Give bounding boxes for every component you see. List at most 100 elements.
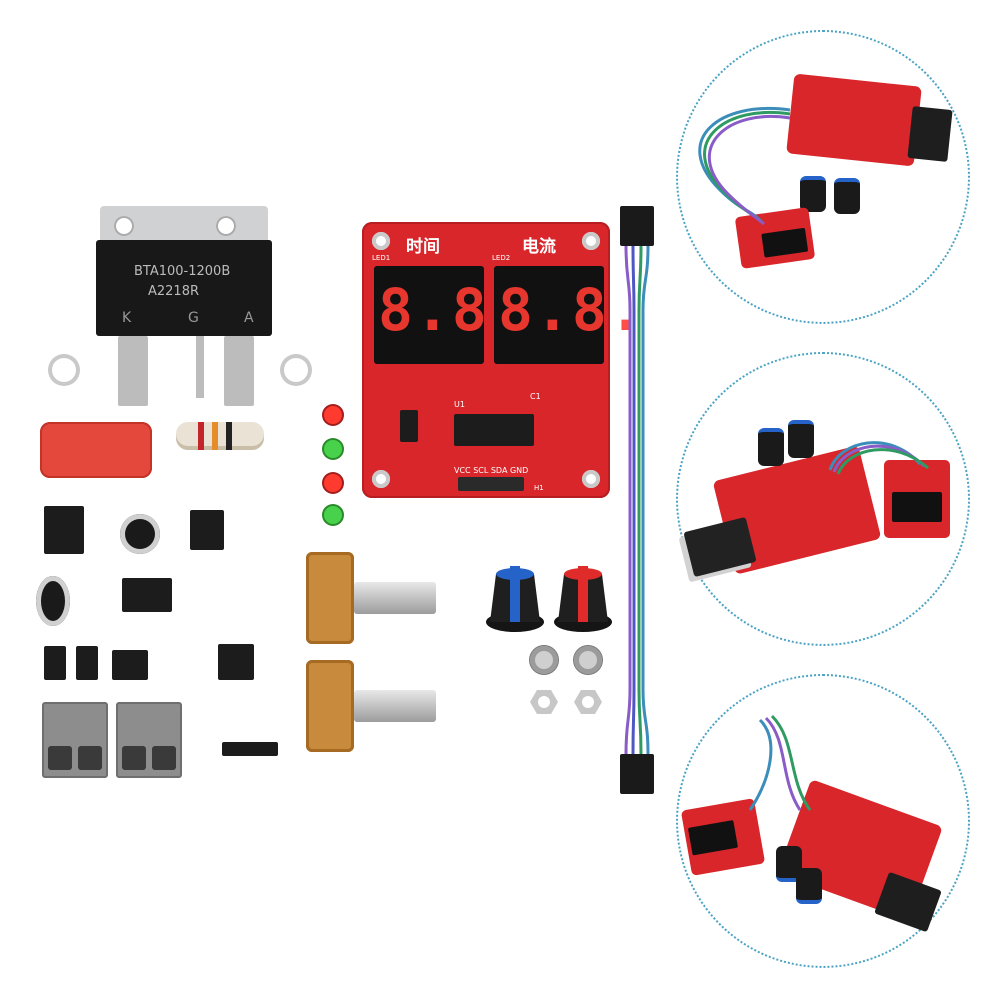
main-header-pins [222, 742, 278, 756]
display-hole-br [582, 470, 600, 488]
washer-1 [530, 646, 558, 674]
triac-leg-k [118, 336, 148, 406]
electrolytic-cap-2 [36, 576, 70, 626]
electrolytic-cap-1 [120, 514, 160, 554]
x2-capacitor [40, 422, 152, 478]
mid-view-display [884, 460, 950, 538]
cable-wire-4 [641, 245, 650, 755]
bot-view-display-screen [687, 819, 739, 856]
header-pin-labels: VCC SCL SDA GND [454, 466, 529, 475]
hex-nut-1 [530, 690, 558, 714]
washer-2 [574, 646, 602, 674]
triac-hole-left [114, 216, 134, 236]
current-label: 电流 [290, 608, 303, 630]
triac-hole-right [216, 216, 236, 236]
mid-view-cable [828, 441, 929, 475]
display-board: 时间 电流 LED1 LED2 8.8. 8.8. U1 C1 VCC SCL … [362, 222, 644, 498]
main-board: BTA100-1200B A2218R K G A 1 2 强电区 脚踏 触发 … [0, 0, 436, 800]
jumper-cable [620, 206, 654, 794]
triac-marking-1: BTA100-1200B [134, 264, 231, 279]
regulator-chip [44, 646, 66, 680]
mid-view-display-screen [892, 492, 942, 522]
c1-label: C1 [530, 392, 541, 401]
display-hole-tr [582, 232, 600, 250]
assembly-view-bottom [676, 674, 970, 968]
pedal-terminal-slot-2 [152, 746, 176, 770]
power-terminal-slot-1 [48, 746, 72, 770]
top-view-heatsink [907, 106, 953, 162]
pot-time-body [306, 660, 354, 752]
display-current-label: 电流 [522, 237, 556, 257]
power-terminal-slot-2 [78, 746, 102, 770]
display-time-label: 时间 [406, 237, 440, 257]
mount-hole-1 [48, 354, 80, 386]
display-driver-chip [454, 414, 534, 446]
hex-nut-2 [574, 690, 602, 714]
cable-wire-3 [637, 245, 643, 755]
triac-marking-2: A2218R [148, 284, 200, 299]
led-green-1 [324, 440, 342, 458]
h1-label: H1 [534, 484, 544, 492]
hole-1-label: 1 [66, 396, 84, 414]
knob-red-stripe [578, 566, 588, 622]
bridge-rectifier [112, 650, 148, 680]
regulator-chip-2 [76, 646, 98, 680]
small-current-label: 小心触电 [238, 476, 251, 520]
display-header-pins [458, 477, 524, 491]
display-small-chip [400, 410, 418, 442]
top-view-cable [698, 107, 791, 226]
power-resistor [176, 422, 264, 450]
power-label: 电源AC9-12V [38, 688, 121, 703]
led2-label: LED2 [492, 254, 511, 262]
hole-2-label: 2 [324, 360, 342, 378]
knob-red [554, 566, 612, 632]
led-red-2 [324, 474, 342, 492]
led-green-2 [324, 506, 342, 524]
pot-current-body [306, 552, 354, 644]
mid-view-knob-1 [758, 428, 784, 466]
led1-label: LED1 [372, 254, 391, 262]
optocoupler-chip [190, 510, 224, 550]
power-terminal [42, 702, 108, 778]
mount-hole-2 [280, 354, 312, 386]
time-label: 时间 [290, 720, 303, 742]
pot-current-shaft [354, 582, 436, 614]
cable-wire-1 [624, 245, 632, 755]
pot-time-shaft [354, 690, 436, 722]
led-red-1 [324, 406, 342, 424]
driver-chip [122, 578, 172, 612]
display-time-digits: 8.8. [374, 266, 524, 364]
resistor-band-3 [226, 422, 232, 450]
resistor-band-1 [198, 422, 204, 450]
top-view-board [786, 73, 922, 167]
display-current-value: 8.8. [498, 276, 646, 344]
assembly-view-middle [676, 352, 970, 646]
top-view-knob-2 [834, 178, 860, 214]
triac-pin-a: A [244, 310, 254, 326]
triac-leg-a [224, 336, 254, 406]
top-view-display-screen [761, 227, 809, 258]
pedal-terminal [116, 702, 182, 778]
knob-blue [486, 566, 544, 632]
assembly-view-top [676, 30, 970, 324]
top-view-knob-1 [800, 176, 826, 212]
triac-pin-k: K [122, 310, 132, 326]
bot-view-cable [748, 714, 812, 811]
cable-connector-bottom [620, 754, 654, 794]
cable-wire-2 [631, 245, 636, 755]
display-hole-tl [372, 232, 390, 250]
u1-label: U1 [454, 400, 465, 409]
mcu-chip [218, 644, 254, 680]
strong-zone-label: 强电区 [40, 400, 51, 430]
pedal-label: 脚踏 [134, 688, 161, 703]
bot-view-knob-2 [796, 868, 822, 904]
knob-blue-stripe [510, 566, 520, 622]
display-hole-bl [372, 470, 390, 488]
mid-view-knob-2 [788, 420, 814, 458]
cable-connector-top [620, 206, 654, 246]
display-current-digits: 8.8. [494, 266, 644, 364]
triac-pin-g: G [188, 310, 199, 326]
pedal-terminal-slot-1 [122, 746, 146, 770]
triac-body: BTA100-1200B A2218R K G A [96, 240, 272, 336]
mosfet-chip [44, 506, 84, 554]
